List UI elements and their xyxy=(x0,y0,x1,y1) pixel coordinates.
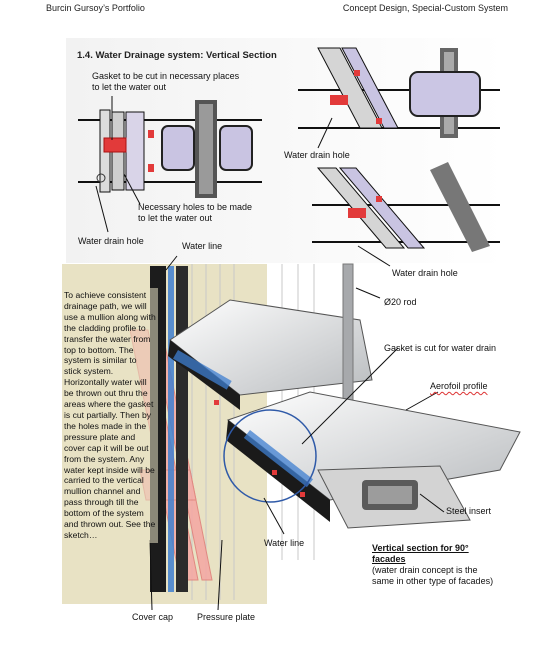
label-steel-insert: Steel insert xyxy=(446,506,492,516)
caption-title: Vertical section for 90° facades xyxy=(372,543,469,564)
label-water-drain-hole-top-right: Water drain hole xyxy=(284,150,350,160)
caption: Vertical section for 90° facades (water … xyxy=(372,543,502,587)
label-rod: Ø20 rod xyxy=(384,297,417,307)
label-gasket-water-drain: Gasket is cut for water drain xyxy=(384,343,497,353)
label-water-line-bottom: Water line xyxy=(264,538,305,548)
detail-callout-circle xyxy=(223,409,317,503)
section-detail-mid-right xyxy=(312,162,500,252)
label-water-line-top: Water line xyxy=(182,241,223,251)
aerofoil-upper xyxy=(168,299,373,410)
label-water-drain-hole-mid-right: Water drain hole xyxy=(392,268,458,278)
gasket-marks xyxy=(214,400,305,497)
aerofoil-lower xyxy=(226,391,521,529)
label-water-drain-hole-left: Water drain hole xyxy=(78,236,144,246)
label-aerofoil-profile: Aerofoil profile xyxy=(430,381,488,391)
header-right: Concept Design, Special-Custom System xyxy=(342,3,508,13)
leader-lines-top xyxy=(95,96,391,267)
section-detail-top-right xyxy=(298,47,500,138)
rod xyxy=(342,263,354,415)
label-cover-cap: Cover cap xyxy=(132,612,174,622)
label-gasket-cut: Gasket to be cut in necessary places to … xyxy=(92,71,240,92)
section-title: 1.4. Water Drainage system: Vertical Sec… xyxy=(77,50,277,61)
section-detail-left xyxy=(78,100,262,198)
label-pressure-plate: Pressure plate xyxy=(197,612,256,622)
header-left: Burcin Gursoy’s Portfolio xyxy=(46,3,145,13)
leader-lines-bottom xyxy=(149,255,445,611)
caption-note: (water drain concept is the same in othe… xyxy=(372,565,494,586)
description-text: To achieve consistent drainage path, we … xyxy=(62,288,158,543)
label-necessary-holes: Necessary holes to be made to let the wa… xyxy=(138,202,253,223)
